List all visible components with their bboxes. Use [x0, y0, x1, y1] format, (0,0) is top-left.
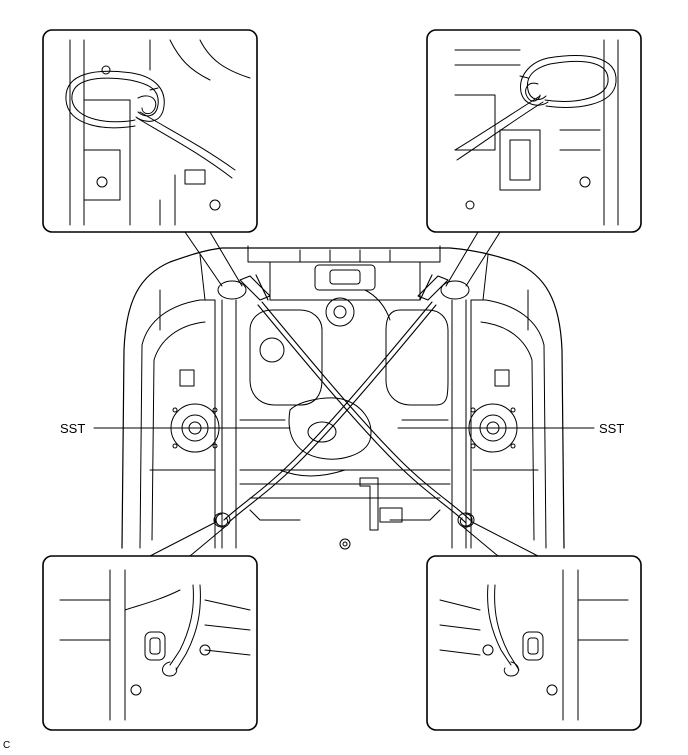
vehicle-underbody-outline: [121, 245, 565, 550]
detail-callout-top-right: [426, 29, 642, 233]
callout-leaders: [149, 231, 539, 557]
sst-label-left: SST: [60, 421, 86, 436]
detail-callout-bottom-right: [426, 555, 642, 731]
detail-callout-bottom-left: [42, 555, 258, 731]
callout-markers: [213, 280, 475, 528]
figure-code-label: C: [3, 740, 11, 751]
sst-cables: [215, 274, 473, 527]
sst-label-right: SST: [599, 421, 625, 436]
detail-callout-top-left: [42, 29, 258, 233]
